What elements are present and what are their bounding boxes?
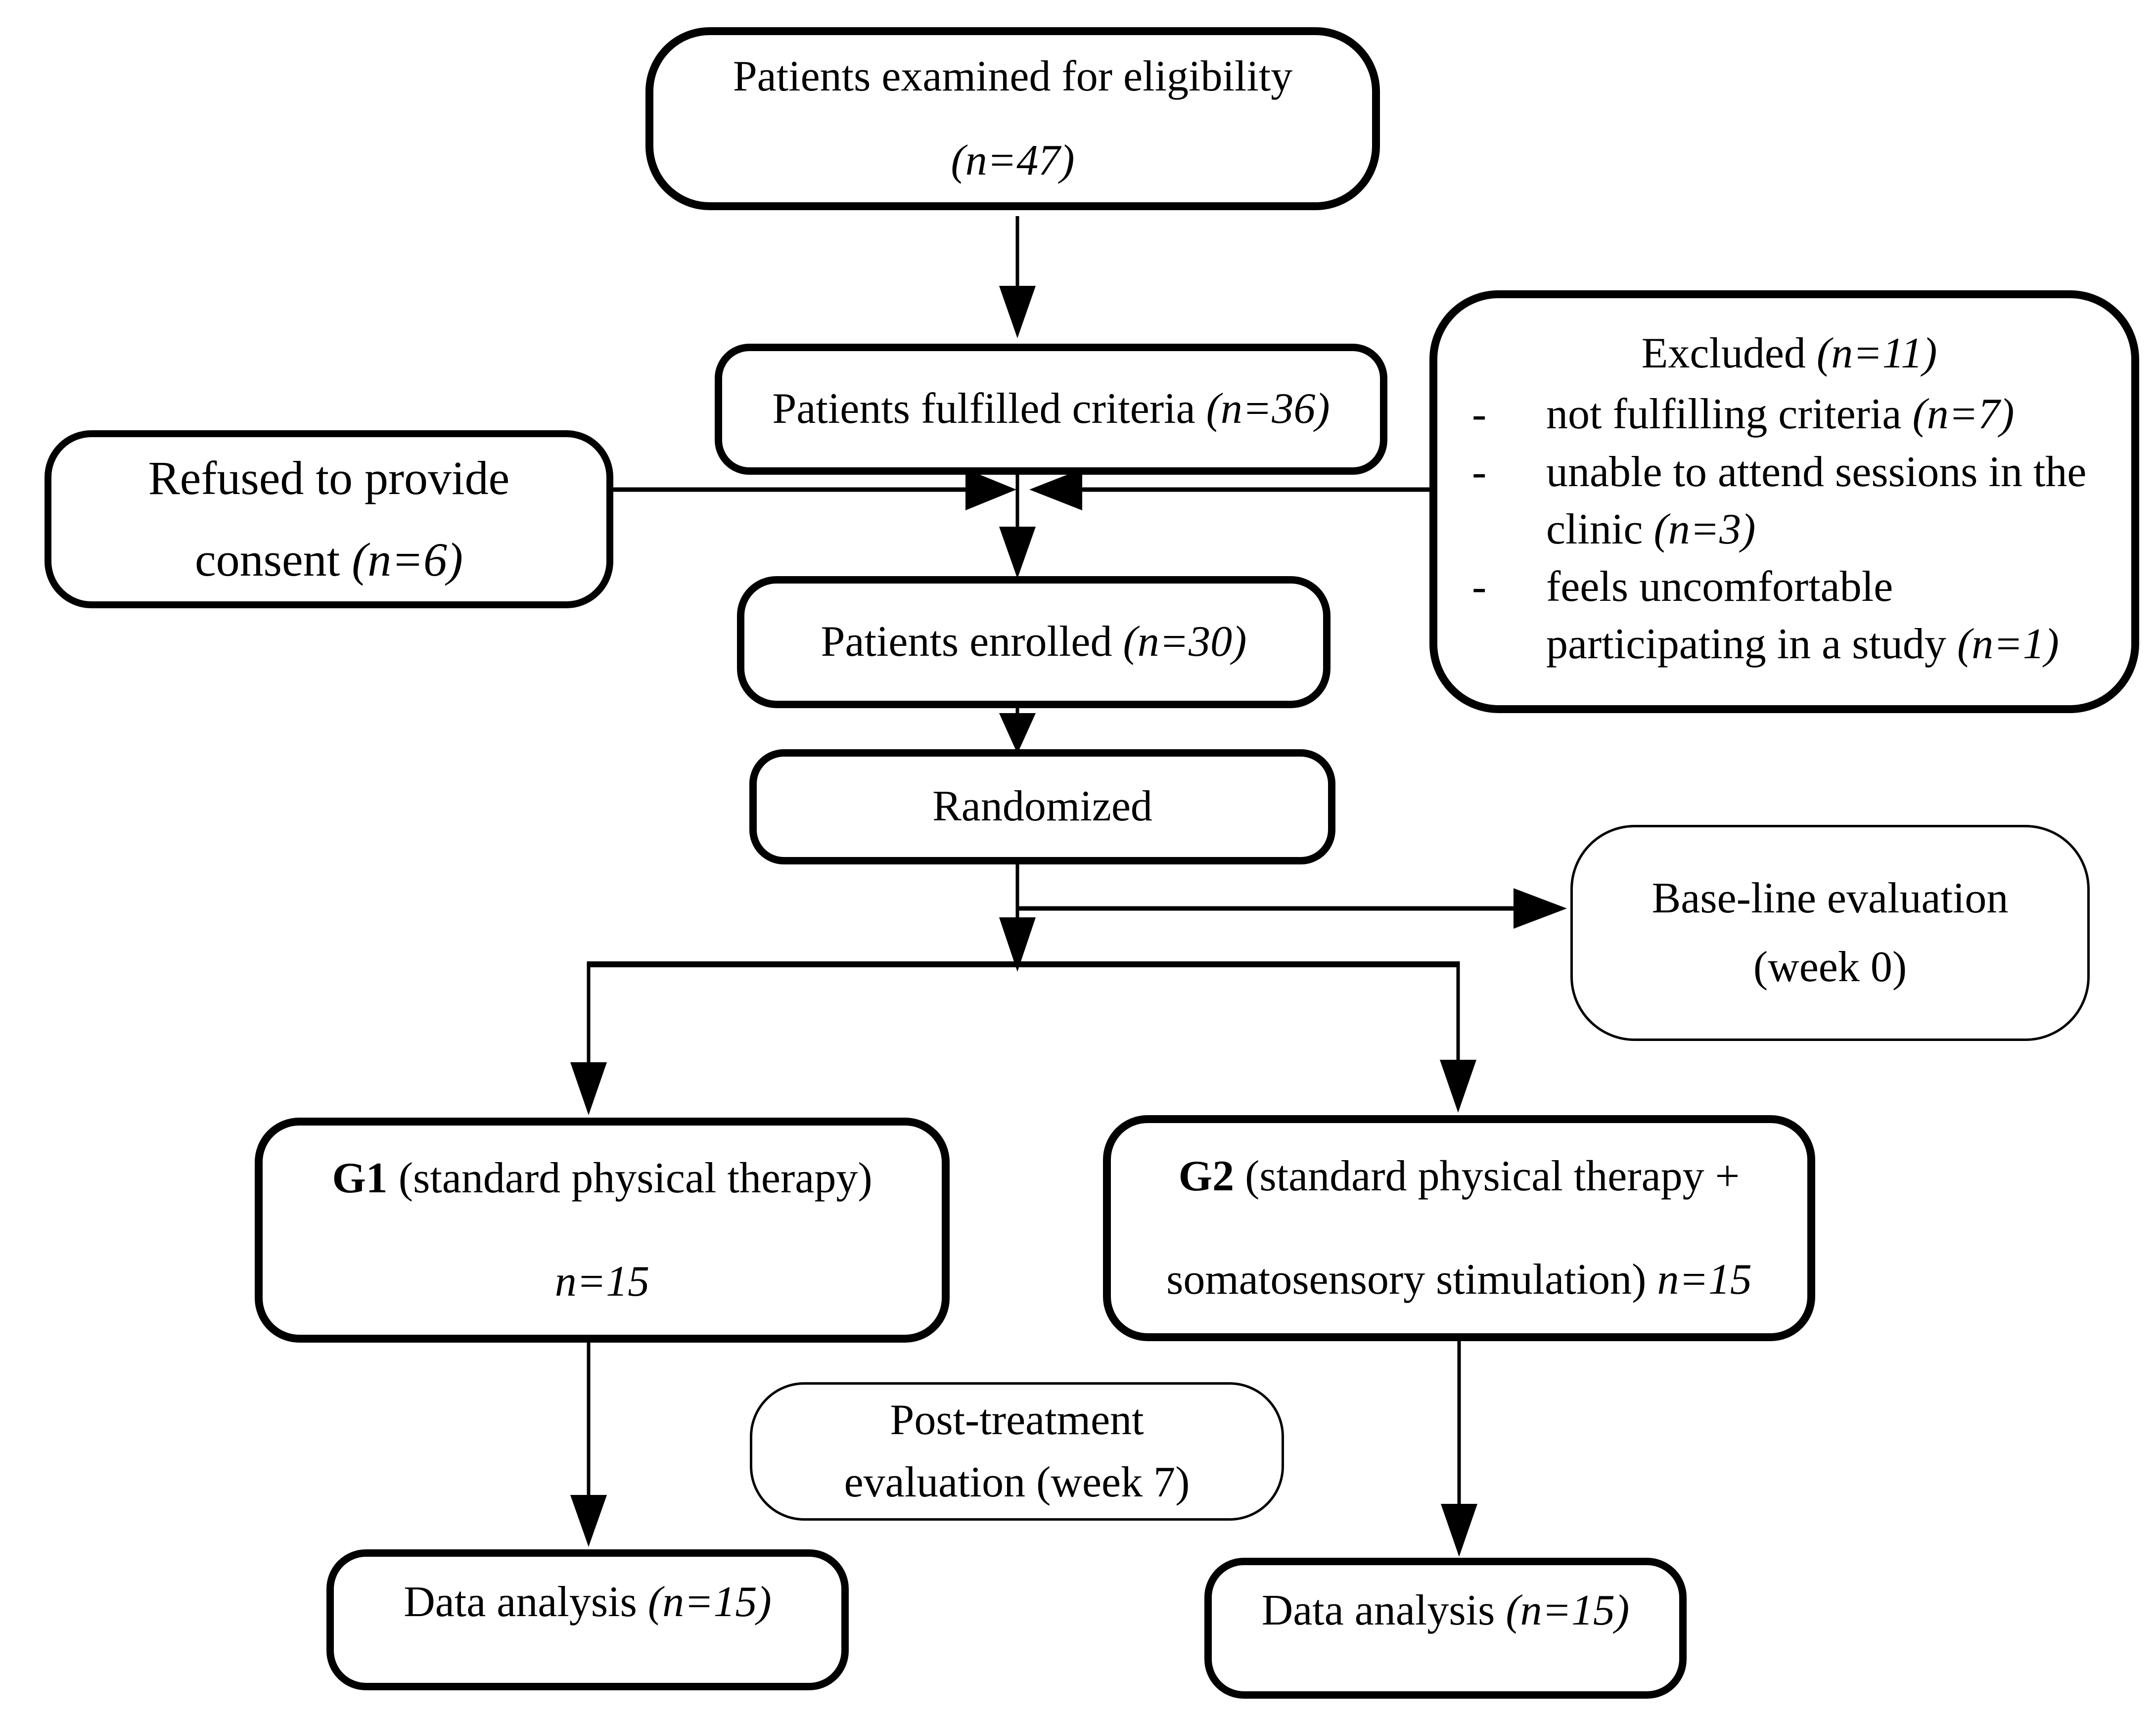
dash-marker: - bbox=[1472, 390, 1487, 439]
box-patients-enrolled: Patients enrolled (n=30) bbox=[737, 576, 1330, 708]
arrowhead-into-randomized bbox=[999, 713, 1036, 754]
randomized-label: Randomized bbox=[932, 782, 1152, 831]
data-left-count: (n=15) bbox=[647, 1578, 772, 1626]
box-patients-fulfilled: Patients fulfilled criteria (n=36) bbox=[715, 344, 1387, 475]
g2-label-line2: somatosensory stimulation) n=15 bbox=[1166, 1256, 1752, 1304]
arrowhead-into-data-left bbox=[570, 1495, 607, 1547]
box-baseline-evaluation: Base-line evaluation (week 0) bbox=[1570, 825, 2090, 1041]
box-group-g1: G1 (standard physical therapy) n=15 bbox=[255, 1118, 950, 1343]
arrowhead-into-g1 bbox=[570, 1062, 607, 1115]
arrowhead-excluded-left bbox=[1029, 469, 1082, 510]
post-label-line1: Post-treatment bbox=[890, 1396, 1144, 1444]
baseline-label-line1: Base-line evaluation bbox=[1651, 874, 2009, 922]
arrowhead-into-baseline bbox=[1514, 888, 1567, 929]
box-randomized: Randomized bbox=[749, 749, 1335, 864]
data-right-label: Data analysis (n=15) bbox=[1261, 1586, 1630, 1635]
fulfilled-count: (n=36) bbox=[1195, 385, 1330, 433]
box-group-g2: G2 (standard physical therapy + somatose… bbox=[1103, 1115, 1815, 1341]
g2-label-line1: G2 (standard physical therapy + bbox=[1178, 1152, 1740, 1200]
excluded-item-1: -not fulfilling criteria (n=7) bbox=[1472, 386, 2107, 443]
enrolled-label: Patients enrolled (n=30) bbox=[821, 618, 1247, 666]
excluded-title: Excluded (n=11) bbox=[1641, 329, 1937, 377]
examined-count: (n=47) bbox=[951, 136, 1075, 184]
g1-label: G1 (standard physical therapy) bbox=[332, 1154, 872, 1202]
box-patients-examined: Patients examined for eligibility (n=47) bbox=[645, 27, 1380, 210]
box-excluded: Excluded (n=11) -not fulfilling criteria… bbox=[1429, 290, 2139, 713]
data-right-count: (n=15) bbox=[1506, 1586, 1630, 1635]
dash-marker: - bbox=[1472, 562, 1487, 611]
examined-label: Patients examined for eligibility bbox=[733, 52, 1293, 101]
arrowhead-into-split bbox=[999, 917, 1036, 972]
arrowhead-refused-right bbox=[965, 469, 1016, 510]
box-data-analysis-g2: Data analysis (n=15) bbox=[1204, 1558, 1687, 1699]
refused-label-line2: consent (n=6) bbox=[195, 533, 463, 586]
g2-count: n=15 bbox=[1657, 1256, 1752, 1304]
arrowhead-into-enrolled bbox=[999, 527, 1036, 579]
g1-count: n=15 bbox=[554, 1258, 650, 1306]
arrowhead-into-data-right bbox=[1441, 1504, 1477, 1557]
fulfilled-label: Patients fulfilled criteria (n=36) bbox=[772, 385, 1330, 433]
baseline-label-line2: (week 0) bbox=[1753, 943, 1907, 991]
g2-name: G2 bbox=[1178, 1152, 1235, 1200]
excluded-item-2: -unable to attend sessions in the clinic… bbox=[1472, 444, 2107, 558]
excluded-count: (n=11) bbox=[1816, 329, 1937, 377]
data-left-label: Data analysis (n=15) bbox=[404, 1578, 772, 1626]
excluded-item-3: -feels uncomfortable participating in a … bbox=[1472, 558, 2107, 673]
box-refused-consent: Refused to provide consent (n=6) bbox=[45, 430, 613, 608]
refused-label-line1: Refused to provide bbox=[148, 452, 510, 505]
refused-count: (n=6) bbox=[340, 533, 463, 586]
arrowhead-into-g2 bbox=[1440, 1060, 1476, 1113]
box-data-analysis-g1: Data analysis (n=15) bbox=[326, 1549, 849, 1690]
g1-name: G1 bbox=[332, 1154, 388, 1202]
box-post-treatment-evaluation: Post-treatment evaluation (week 7) bbox=[750, 1382, 1284, 1521]
arrowhead-into-fulfilled bbox=[999, 286, 1036, 338]
enrolled-count: (n=30) bbox=[1112, 618, 1247, 666]
dash-marker: - bbox=[1472, 448, 1487, 496]
post-label-line2: evaluation (week 7) bbox=[844, 1458, 1190, 1506]
